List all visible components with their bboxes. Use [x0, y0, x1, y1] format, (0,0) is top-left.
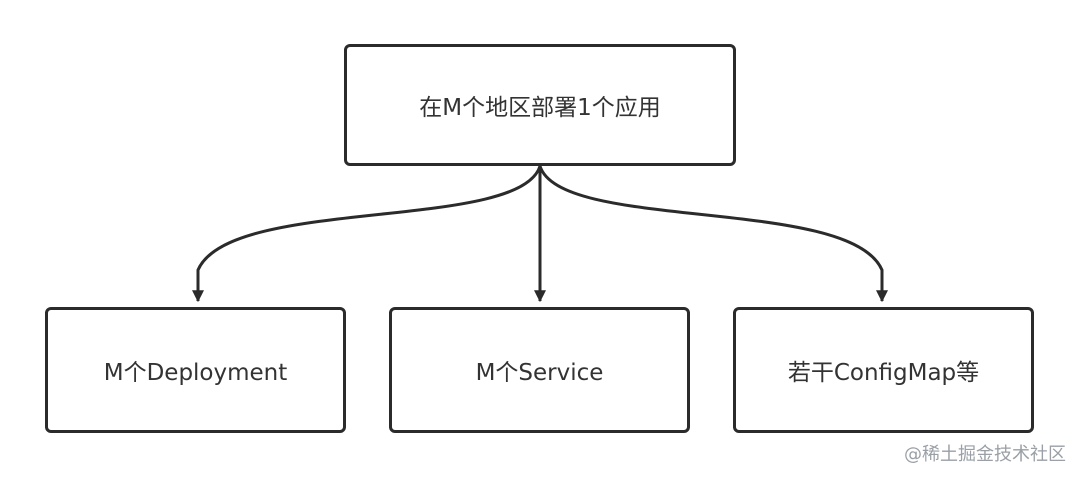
child-node-configmap: 若干ConfigMap等: [733, 307, 1034, 433]
child-node-label-configmap: 若干ConfigMap等: [787, 360, 980, 386]
edge-root-to-deployment: [192, 165, 542, 303]
child-node-label-deployment: M个Deployment: [103, 360, 288, 386]
child-node-deployment: M个Deployment: [45, 307, 346, 433]
edge-root-to-configmap: [538, 165, 888, 303]
watermark-text: @稀土掘金技术社区: [904, 444, 1066, 465]
root-node-deploy-app: 在M个地区部署1个应用: [344, 44, 736, 166]
child-node-service: M个Service: [389, 307, 690, 433]
child-node-label-service: M个Service: [475, 360, 604, 386]
root-node-label: 在M个地区部署1个应用: [419, 95, 661, 121]
